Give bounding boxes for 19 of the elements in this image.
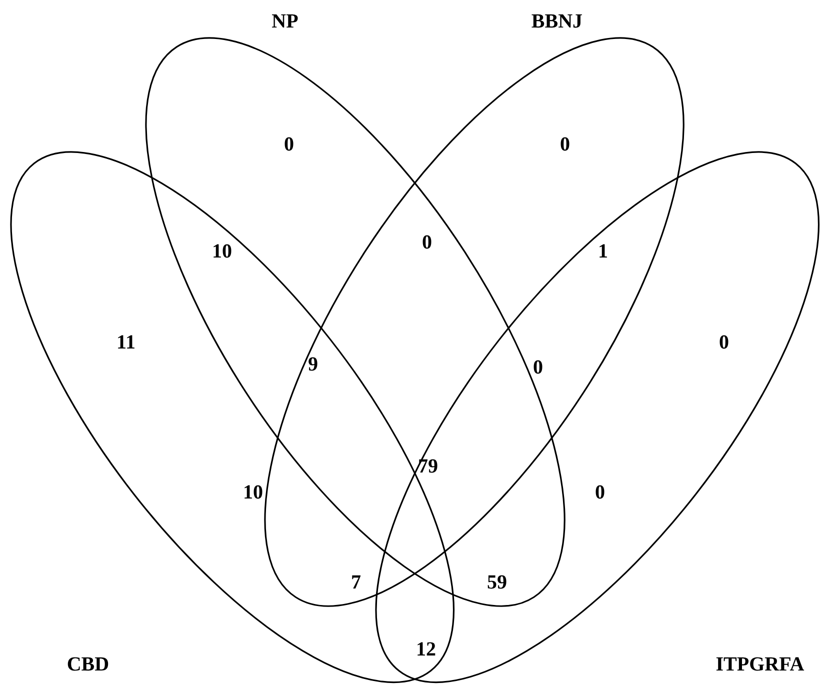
count-label: 1 (598, 240, 608, 264)
set-label: NP (272, 10, 298, 34)
count-label: 0 (533, 356, 543, 380)
count-label: 0 (560, 134, 570, 156)
count-label: 7 (351, 572, 361, 594)
count-label: 59 (487, 572, 507, 594)
count-label: 10 (243, 482, 263, 504)
set-label: BBNJ (531, 10, 583, 34)
count-label: 9 (308, 354, 318, 376)
count-label: 0 (719, 332, 729, 354)
count-label: 0 (422, 232, 432, 254)
count-label: 0 (595, 482, 605, 504)
count-label: 12 (416, 638, 436, 662)
set-label: CBD (66, 653, 110, 676)
set-label: ITPGRFA (716, 653, 804, 676)
count-label: 79 (418, 456, 438, 478)
count-label: 11 (116, 332, 136, 354)
count-label: 0 (284, 134, 294, 156)
count-label: 10 (212, 240, 232, 264)
